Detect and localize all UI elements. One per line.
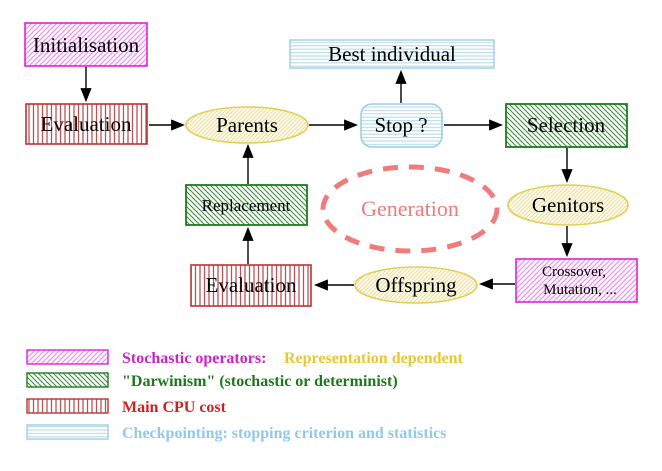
legend-label-darwinism: "Darwinism" (stochastic or determinist) <box>122 373 398 390</box>
legend-swatch-red-stripes <box>26 398 109 414</box>
node-best-individual: Best individual <box>289 39 495 69</box>
evaluation-top-box <box>25 103 148 145</box>
legend-row-stochastic-operators: Stochastic operators: Representation dep… <box>26 349 463 367</box>
evaluation-bottom-box <box>190 264 312 307</box>
crossover-label-line2: Mutation, ... <box>543 282 617 298</box>
parents-label: Parents <box>216 113 278 137</box>
offspring-ellipse <box>354 266 478 304</box>
node-evaluation-top: Evaluation <box>25 103 148 145</box>
selection-label: Selection <box>527 113 606 137</box>
selection-box <box>505 103 628 148</box>
node-crossover-mutation: Crossover, Mutation, ... <box>515 258 638 303</box>
replacement-label: Replacement <box>202 196 291 215</box>
initialisation-label: Initialisation <box>33 33 140 57</box>
node-stop: Stop ? <box>360 103 443 148</box>
initialisation-box <box>24 22 148 67</box>
diagram-arrows <box>80 67 573 291</box>
stop-box <box>360 103 443 148</box>
crossover-label-line1: Crossover, <box>542 264 606 280</box>
node-offspring: Offspring <box>354 266 478 304</box>
legend-row-checkpointing: Checkpointing: stopping criterion and st… <box>26 424 446 442</box>
legend-swatch-green-hatch <box>26 372 109 388</box>
legend-swatch-cyan-stripes <box>26 424 109 440</box>
node-genitors: Genitors <box>507 184 629 226</box>
best-individual-box <box>289 39 495 69</box>
replacement-box <box>185 184 308 226</box>
legend-label-checkpointing: Checkpointing: stopping criterion and st… <box>122 425 446 442</box>
legend-row-darwinism: "Darwinism" (stochastic or determinist) <box>26 372 398 390</box>
legend-row-main-cpu-cost: Main CPU cost <box>26 398 227 416</box>
node-initialisation: Initialisation <box>24 22 148 67</box>
evaluation-bottom-label: Evaluation <box>206 273 297 297</box>
legend-label-stochastic-operators: Stochastic operators: <box>122 350 266 367</box>
legend-label-representation-dependent: Representation dependent <box>284 350 463 367</box>
generation-label: Generation <box>361 196 459 221</box>
evaluation-top-label: Evaluation <box>41 112 132 136</box>
genitors-ellipse <box>507 184 629 226</box>
node-parents: Parents <box>185 106 309 144</box>
node-selection: Selection <box>505 103 628 148</box>
generation-cycle-ellipse: Generation <box>320 164 500 254</box>
offspring-label: Offspring <box>375 273 457 297</box>
parents-ellipse <box>185 106 309 144</box>
legend-label-main-cpu-cost: Main CPU cost <box>122 399 227 416</box>
genitors-label: Genitors <box>532 193 604 217</box>
legend: Stochastic operators: Representation dep… <box>26 349 463 442</box>
legend-swatch-magenta-hatch <box>26 349 109 365</box>
node-replacement: Replacement <box>185 184 308 226</box>
node-evaluation-bottom: Evaluation <box>190 264 312 307</box>
stop-label: Stop ? <box>374 113 427 137</box>
crossover-mutation-box <box>515 258 638 303</box>
best-individual-label: Best individual <box>328 42 456 66</box>
generation-dashed-outline <box>320 164 500 254</box>
